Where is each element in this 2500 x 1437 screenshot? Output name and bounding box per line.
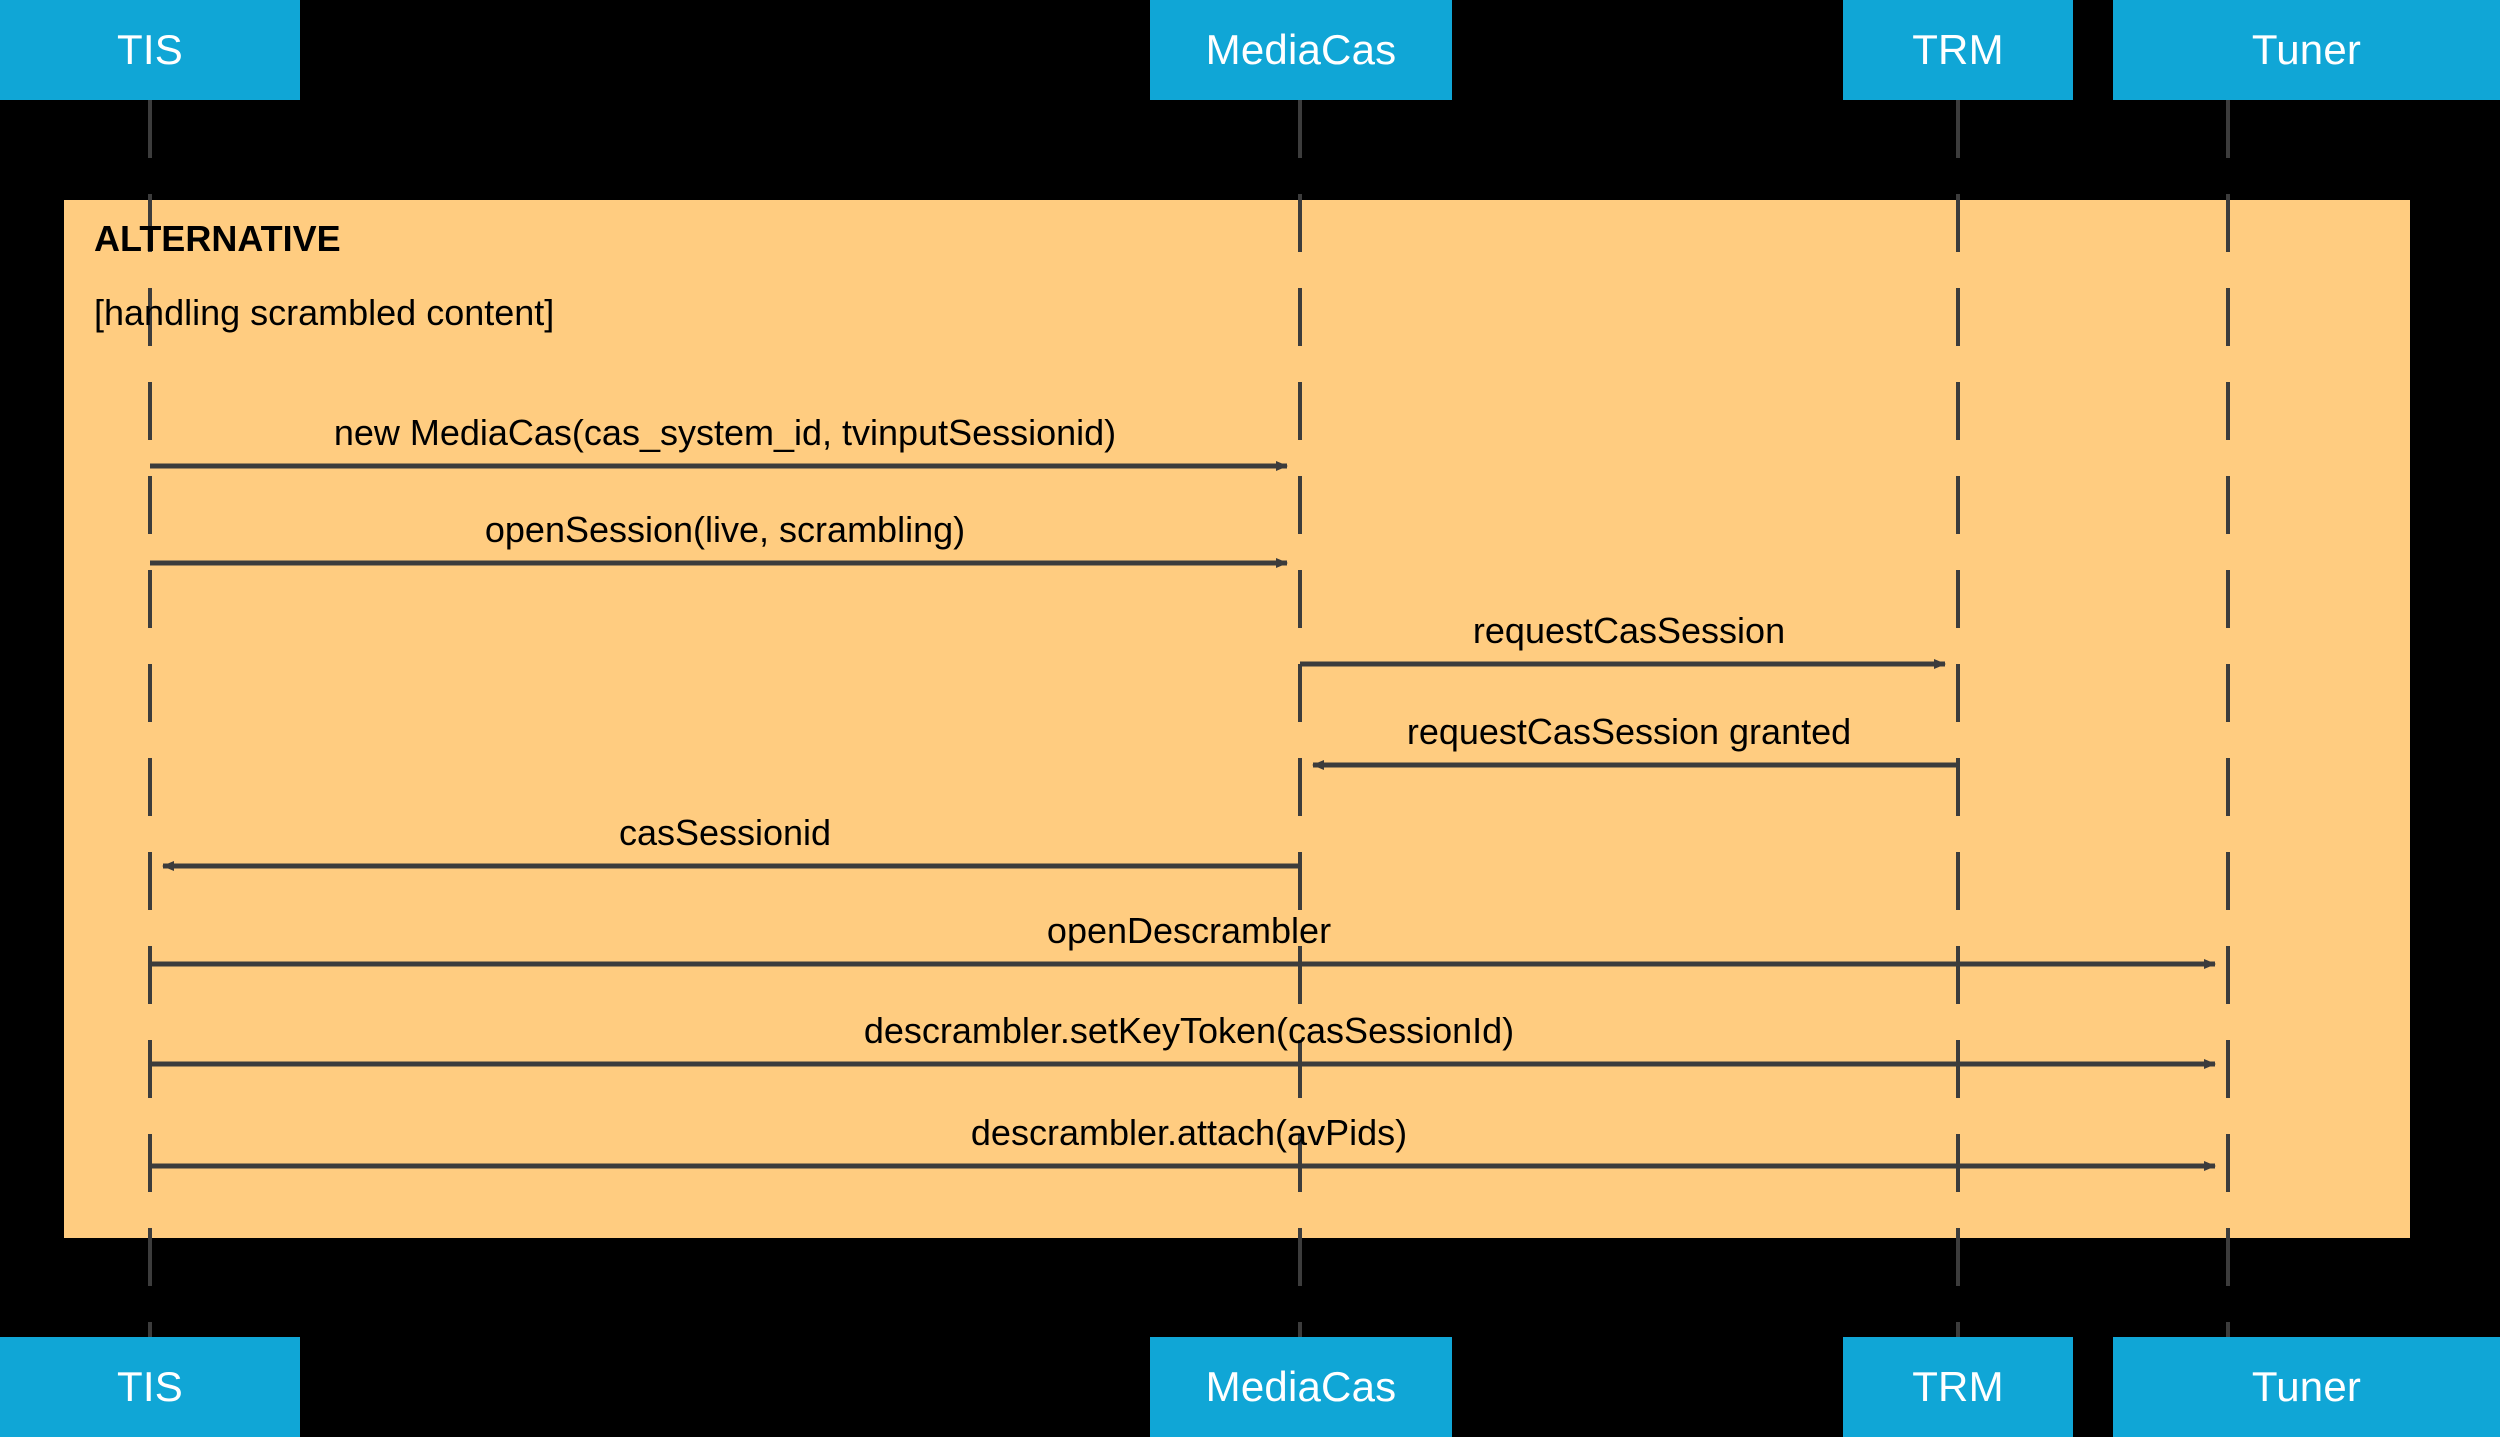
participant-label: MediaCas (1205, 1363, 1397, 1410)
participant-header-tis[interactable]: TIS (0, 0, 300, 100)
participant-label: TRM (1912, 26, 2004, 73)
participant-label: Tuner (2251, 1363, 2362, 1410)
message-label-4: requestCasSession granted (1406, 711, 1852, 752)
participant-label: Tuner (2251, 26, 2362, 73)
participant-footer-trm[interactable]: TRM (1843, 1337, 2073, 1437)
participant-header-trm[interactable]: TRM (1843, 0, 2073, 100)
message-label-2: openSession(live, scrambling) (484, 509, 966, 550)
message-label-3: requestCasSession (1472, 610, 1786, 651)
participant-footer-tis[interactable]: TIS (0, 1337, 300, 1437)
participant-label: TIS (117, 1363, 183, 1410)
lifelines-group (148, 100, 2230, 1337)
participant-label: TIS (117, 26, 183, 73)
message-label-5: casSessionid (618, 812, 832, 853)
participant-header-tuner[interactable]: Tuner (2113, 0, 2500, 100)
participant-label: MediaCas (1205, 26, 1397, 73)
alt-frame-condition-label: [handling scrambled content] (94, 292, 555, 333)
participant-footer-tuner[interactable]: Tuner (2113, 1337, 2500, 1437)
message-label-6: openDescrambler (1046, 910, 1332, 951)
participant-footer-mediacas[interactable]: MediaCas (1150, 1337, 1452, 1437)
message-arrows-group (150, 461, 2216, 1171)
alt-frame-operator-label: ALTERNATIVE (94, 218, 341, 259)
message-label-7: descrambler.setKeyToken(casSessionId) (863, 1010, 1515, 1051)
message-label-1: new MediaCas(cas_system_id, tvinputSessi… (333, 412, 1117, 453)
participant-header-mediacas[interactable]: MediaCas (1150, 0, 1452, 100)
message-label-8: descrambler.attach(avPids) (970, 1112, 1408, 1153)
participant-label: TRM (1912, 1363, 2004, 1410)
